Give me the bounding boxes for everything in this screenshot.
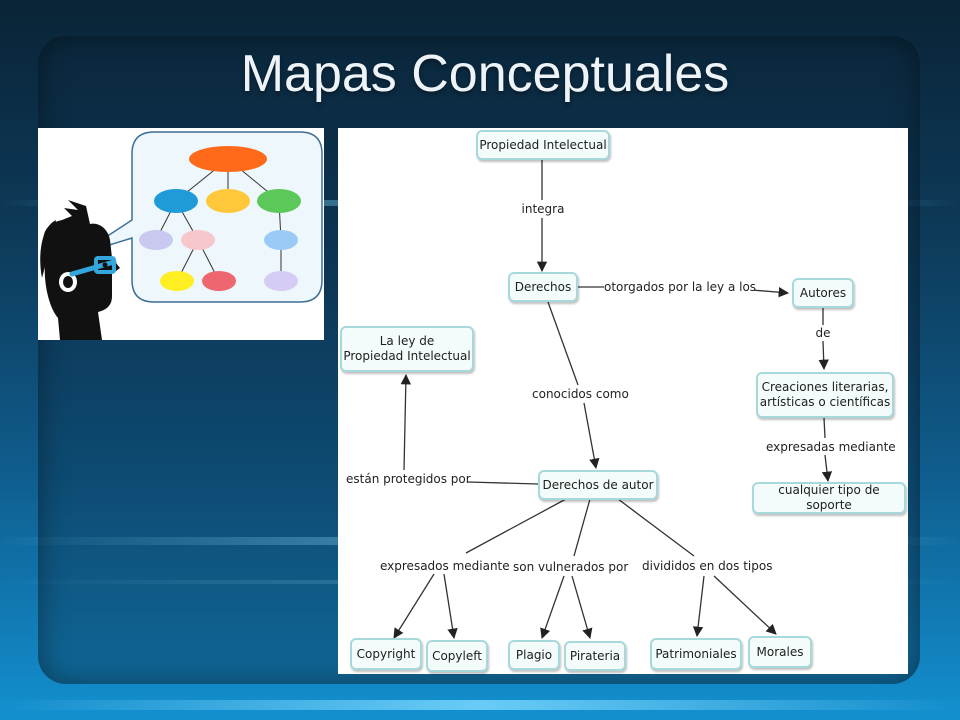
node-text: Copyleft bbox=[432, 648, 482, 663]
edge-creaciones-expresadas bbox=[823, 417, 826, 439]
concept-map-edges bbox=[393, 159, 833, 640]
edge-derechos-autor-divididos bbox=[617, 498, 695, 557]
background-streak bbox=[0, 700, 960, 710]
concept-map-panel: integra otorgados por la ley a los de co… bbox=[338, 128, 908, 674]
link-label-vulnerados: son vulnerados por bbox=[513, 560, 629, 574]
tree-node bbox=[202, 271, 236, 291]
edge-protegidos-ley bbox=[400, 373, 412, 471]
edge-conocidos-derechos-autor bbox=[583, 402, 600, 470]
link-label-expresadas: expresadas mediante bbox=[766, 440, 896, 454]
node-text-line2: artísticas o científicas bbox=[759, 395, 891, 409]
concept-patrimoniales: Patrimoniales bbox=[650, 638, 742, 670]
link-label-integra: integra bbox=[520, 202, 566, 216]
concept-copyright: Copyright bbox=[350, 638, 422, 670]
tree-node bbox=[264, 230, 298, 250]
node-text-line1: Creaciones literarias, bbox=[761, 380, 889, 394]
tree-node bbox=[160, 271, 194, 291]
speech-bubble-icon bbox=[79, 131, 323, 303]
concept-pirateria: Pirateria bbox=[564, 641, 626, 671]
link-label-otorgados: otorgados por la ley a los bbox=[604, 280, 757, 294]
concept-morales: Morales bbox=[748, 636, 812, 668]
edge-expresados-copyright bbox=[393, 573, 435, 639]
edge-expresados-copyleft bbox=[443, 573, 458, 640]
edge-vulnerados-pirateria bbox=[571, 575, 593, 639]
node-text-line1: La ley de bbox=[379, 334, 435, 348]
edge-derechos-autor-vulnerados bbox=[573, 498, 591, 557]
node-text: Derechos bbox=[514, 279, 572, 294]
link-label-divididos: divididos en dos tipos bbox=[642, 559, 773, 573]
node-text: Plagio bbox=[515, 647, 553, 662]
edge-derechos-autor-protegidos bbox=[467, 481, 539, 485]
concept-derechos-de-autor: Derechos de autor bbox=[538, 470, 658, 500]
tree-node bbox=[264, 271, 298, 291]
concept-soporte: cualquier tipo de soporte bbox=[752, 482, 906, 514]
link-label-expresados: expresados mediante bbox=[380, 559, 510, 573]
node-text: Morales bbox=[756, 644, 804, 659]
link-label-conocidos: conocidos como bbox=[532, 387, 629, 401]
node-text: Autores bbox=[799, 285, 847, 300]
node-text-line2: Propiedad Intelectual bbox=[343, 349, 471, 363]
concept-ley-propiedad: La ley de Propiedad Intelectual bbox=[340, 326, 474, 372]
tree-node bbox=[189, 146, 267, 172]
person-with-glasses-icon bbox=[40, 200, 120, 340]
concept-autores: Autores bbox=[792, 278, 854, 308]
tree-nodes bbox=[139, 146, 301, 291]
edge-expresadas-soporte bbox=[821, 454, 833, 483]
edge-otorgados-autores bbox=[751, 287, 790, 298]
tree-node bbox=[206, 189, 250, 213]
edge-derechos-autor-expresados bbox=[465, 498, 567, 554]
illustration-svg bbox=[40, 131, 323, 340]
tree-node bbox=[257, 189, 301, 213]
concept-plagio: Plagio bbox=[508, 640, 560, 670]
link-label-protegidos: están protegidos por bbox=[346, 472, 471, 486]
tree-node bbox=[154, 189, 198, 213]
slide-title: Mapas Conceptuales bbox=[240, 45, 730, 103]
concept-creaciones: Creaciones literarias, artísticas o cien… bbox=[756, 372, 894, 418]
edge-de-creaciones bbox=[818, 340, 829, 371]
tree-node bbox=[139, 230, 173, 250]
node-text: Propiedad Intelectual bbox=[479, 137, 607, 152]
link-label-de: de bbox=[813, 326, 833, 340]
concept-propiedad-intelectual: Propiedad Intelectual bbox=[476, 130, 610, 160]
illustration-panel bbox=[38, 128, 324, 340]
concept-derechos: Derechos bbox=[508, 272, 578, 302]
edge-divididos-patrimoniales bbox=[692, 575, 705, 638]
node-text: Copyright bbox=[356, 646, 416, 661]
node-text: Derechos de autor bbox=[542, 477, 654, 492]
concept-copyleft: Copyleft bbox=[426, 640, 488, 672]
node-text: Pirateria bbox=[569, 648, 621, 663]
node-text: Patrimoniales bbox=[655, 646, 737, 661]
edge-derechos-conocidos bbox=[547, 301, 579, 386]
edge-divididos-morales bbox=[713, 575, 777, 635]
edge-vulnerados-plagio bbox=[540, 575, 565, 639]
node-text: cualquier tipo de soporte bbox=[778, 483, 880, 512]
tree-node bbox=[181, 230, 215, 250]
